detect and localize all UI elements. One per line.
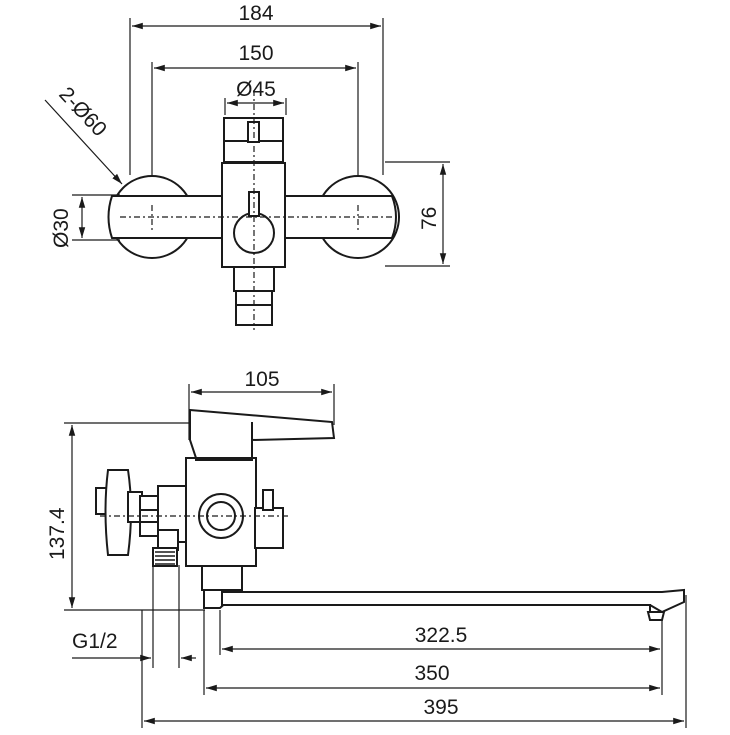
dim-label-g12: G1/2 — [72, 630, 118, 653]
dim-label-322-5: 322.5 — [415, 624, 468, 647]
diverter-knob-side — [254, 507, 284, 549]
top-view: 184 150 Ø45 2-Ø60 Ø30 76 — [44, 2, 450, 330]
lever-handle — [189, 408, 336, 459]
dim-label-d30: Ø30 — [50, 208, 73, 248]
dim-label-350: 350 — [414, 662, 449, 685]
dim-label-137-4: 137.4 — [46, 507, 69, 560]
leader-d60 — [44, 99, 123, 185]
wall-flange-side — [104, 469, 132, 556]
spout-neck — [201, 565, 243, 591]
side-view: 105 137.4 G1/2 322.5 350 395 — [46, 368, 687, 728]
dim-label-d45: Ø45 — [236, 78, 276, 101]
dim-label-184: 184 — [238, 2, 273, 25]
aerator — [646, 611, 666, 621]
dim-label-395: 395 — [423, 696, 458, 719]
dim-label-76: 76 — [418, 207, 441, 230]
spout-tube — [221, 588, 685, 613]
dim-label-150: 150 — [238, 42, 273, 65]
dim-label-105: 105 — [244, 368, 279, 391]
dim-label-d60: 2-Ø60 — [54, 83, 111, 141]
